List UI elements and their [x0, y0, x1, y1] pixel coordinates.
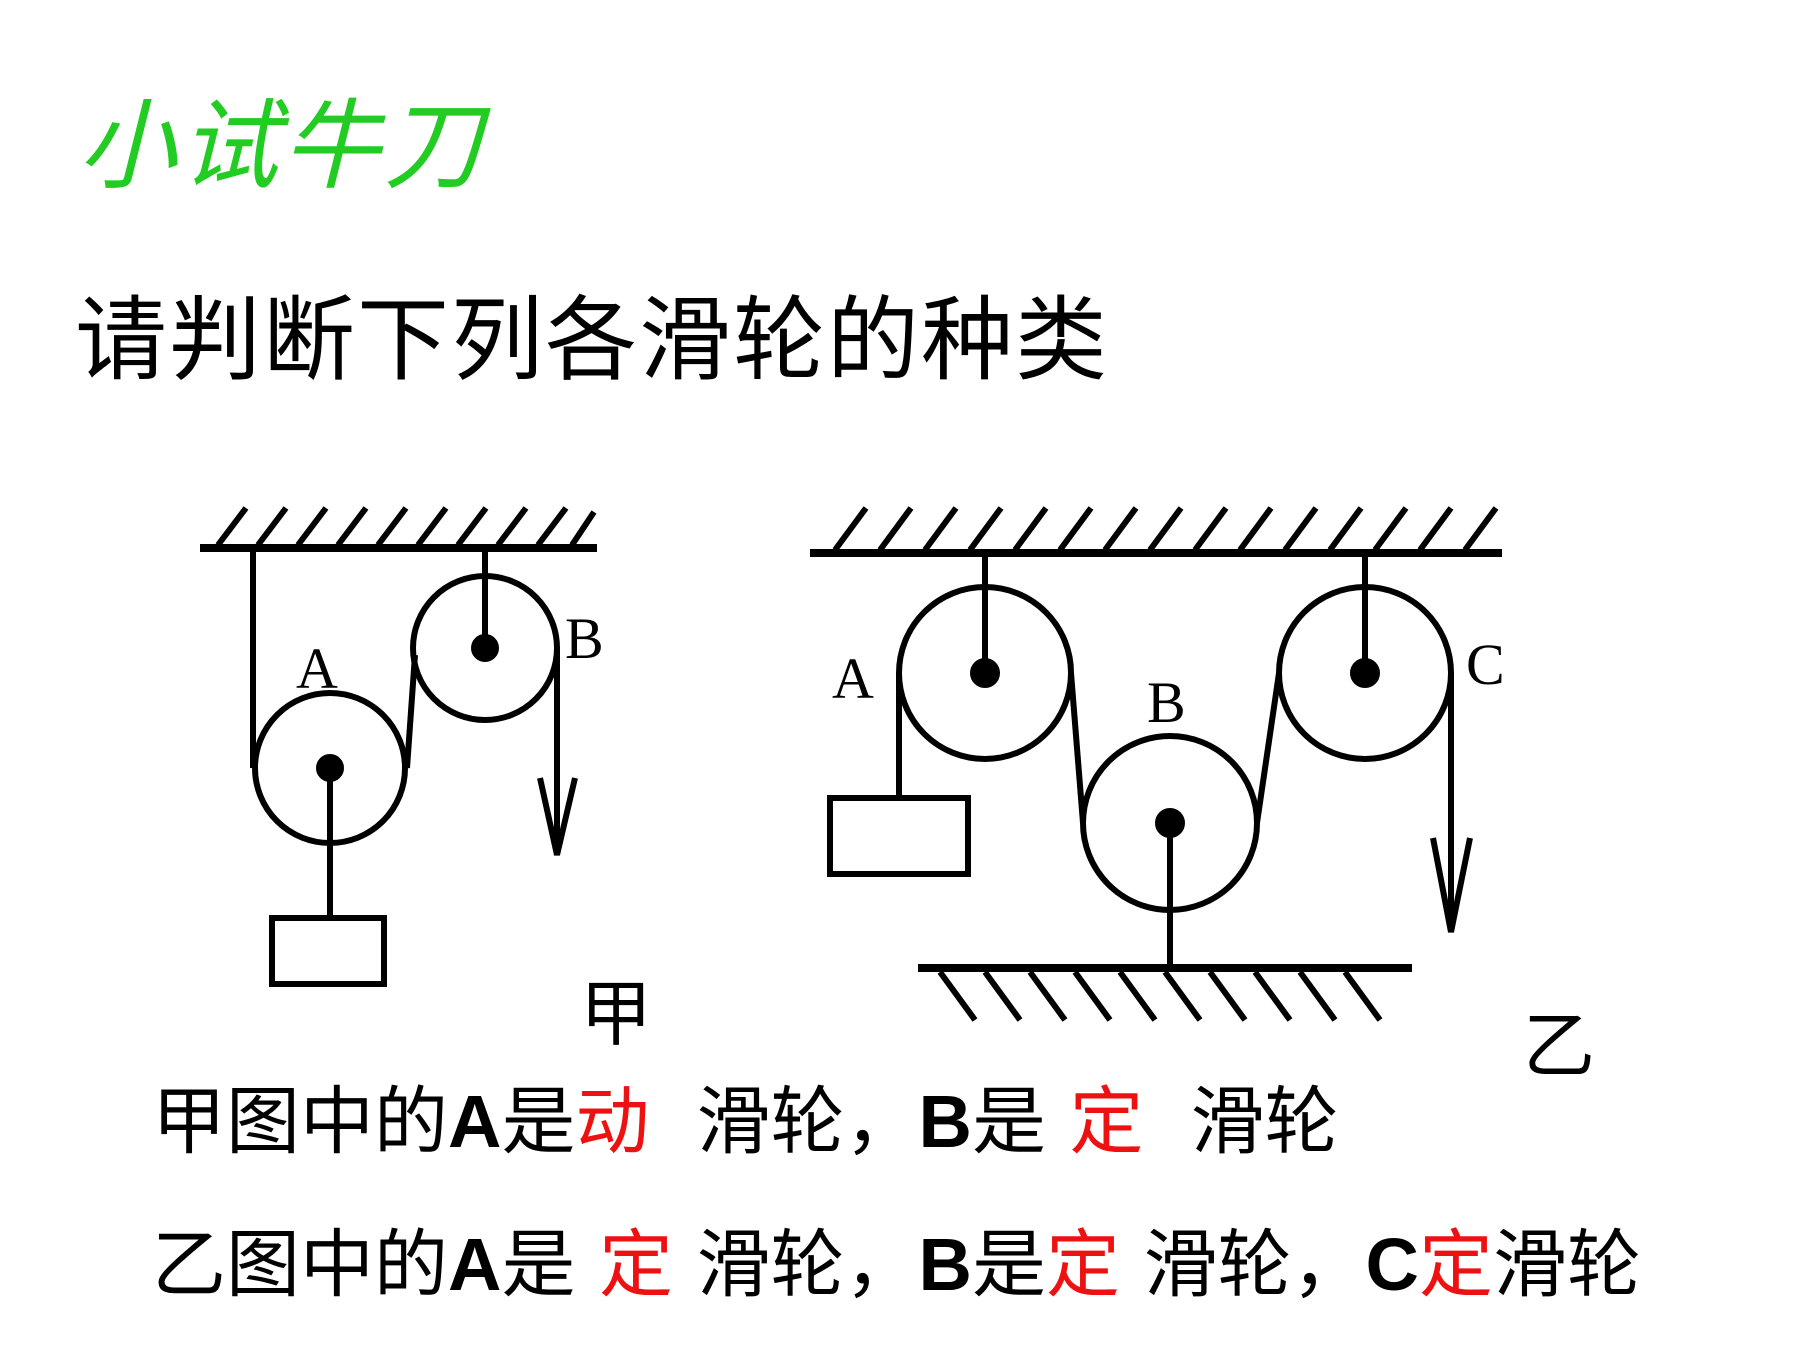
rope-a-b [1068, 672, 1086, 824]
answer2-suffix1: 滑轮， [672, 1222, 919, 1308]
pulley-yi-c-axle [1350, 658, 1380, 688]
question-text: 请判断下列各滑轮的种类 [75, 287, 1110, 394]
slide-title: 小试牛刀 [78, 90, 487, 204]
label-yi-b: B [1147, 670, 1186, 735]
figure-jia-caption: 甲 [580, 972, 653, 1056]
answer1-is: 是 [501, 1079, 576, 1165]
figure-jia [200, 506, 597, 987]
answer1-suffix2: 滑轮 [1143, 1079, 1339, 1165]
label-yi-c: C [1466, 632, 1505, 697]
pull-arrow-icon [537, 777, 578, 856]
answer2-prefix: 乙图中的 [152, 1222, 448, 1308]
answer-line-1: 甲图中的A是动 滑轮，B是 定 滑轮 [152, 1085, 1339, 1160]
answer1-b: B [918, 1080, 972, 1163]
answer2-b-type: 定 [1045, 1222, 1120, 1308]
floor-hatching-yi [937, 970, 1383, 1022]
answer2-a-type: 定 [598, 1222, 673, 1308]
pulley-yi-a-axle [970, 658, 1000, 688]
label-jia-b: B [565, 606, 604, 671]
label-jia-a: A [296, 636, 338, 701]
figure-yi [810, 506, 1502, 1022]
rope-b-c [1254, 672, 1282, 824]
answer2-is2: 是 [971, 1222, 1046, 1308]
pulley-jia-b-axle [471, 634, 499, 662]
pull-arrow-icon-yi [1430, 837, 1473, 933]
answer1-suffix1: 滑轮， [649, 1079, 919, 1165]
answer1-a: A [448, 1080, 502, 1163]
answer1-is2: 是 [971, 1079, 1070, 1165]
answer2-is: 是 [501, 1222, 599, 1308]
weight-jia [269, 915, 387, 987]
answer1-a-type: 动 [575, 1079, 650, 1165]
answer2-suffix2: 滑轮， [1119, 1222, 1366, 1308]
answer2-suffix3: 滑轮 [1492, 1222, 1641, 1308]
answer2-c-type: 定 [1418, 1222, 1493, 1308]
rope-between [404, 654, 418, 769]
label-yi-a: A [832, 646, 874, 711]
weight-yi [827, 795, 971, 877]
answer1-b-type: 定 [1069, 1079, 1144, 1165]
ceiling-hatching-yi [832, 506, 1499, 552]
figure-yi-caption: 乙 [1523, 1004, 1596, 1088]
answer1-prefix: 甲图中的 [152, 1079, 448, 1165]
answer2-b: B [918, 1223, 972, 1306]
answer2-c: C [1365, 1223, 1419, 1306]
ceiling-hatching [215, 506, 597, 547]
answer-line-2: 乙图中的A是 定 滑轮，B是定 滑轮，C定滑轮 [152, 1228, 1641, 1303]
answer2-a: A [448, 1223, 502, 1306]
